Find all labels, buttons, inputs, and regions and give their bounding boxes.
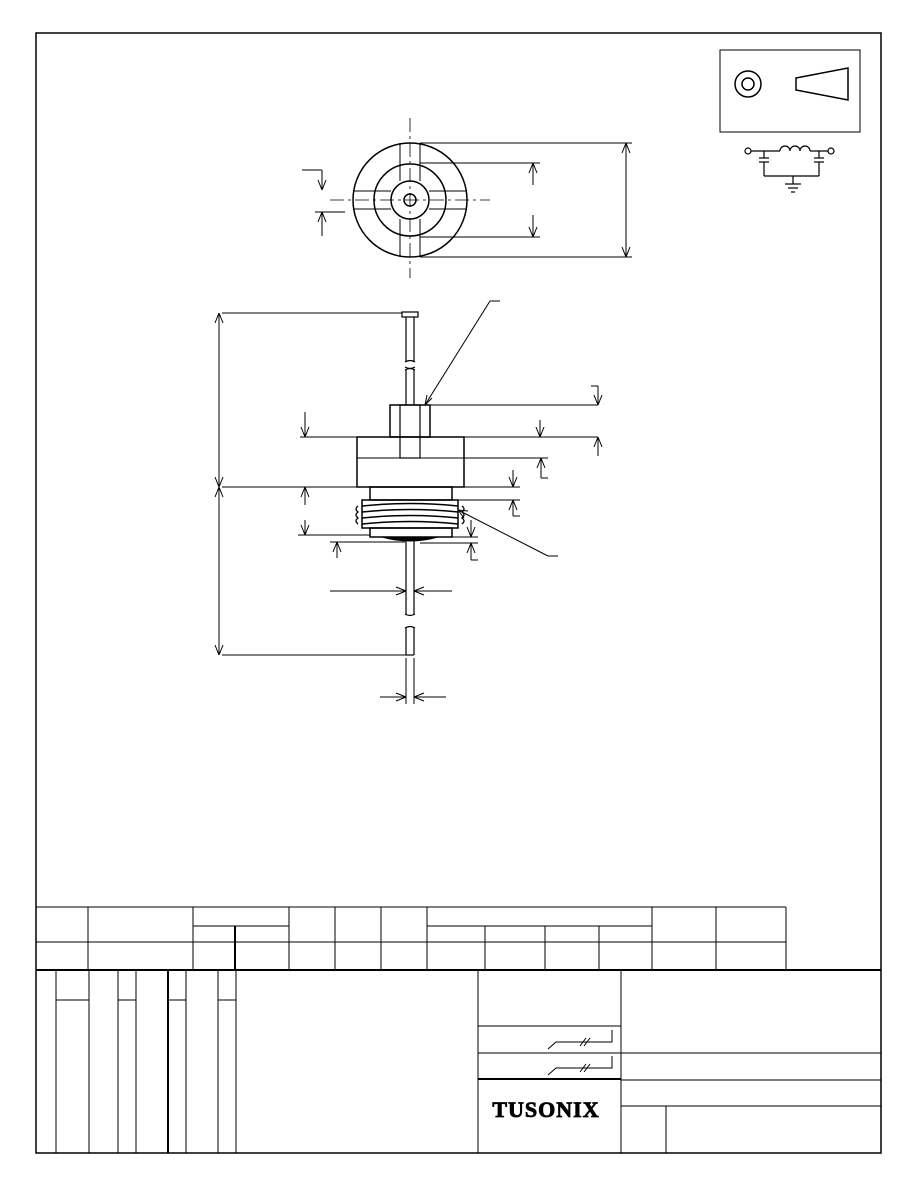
side-view-dimensions: [214, 300, 603, 704]
filter-end-view-icon: [734, 70, 762, 98]
symbol-box: [719, 49, 861, 133]
signature-slash-icon: [547, 1056, 613, 1076]
side-view: [355, 311, 465, 656]
parts-table: [36, 906, 787, 970]
end-view-dimensions: [302, 142, 632, 258]
sheet-border: [35, 32, 882, 1154]
pi-filter-schematic-icon: [744, 145, 835, 193]
signature-slash-icon: [547, 1030, 613, 1050]
filter-profile-icon: [795, 67, 849, 101]
company-logo: TUSONIX: [492, 1097, 599, 1122]
title-block: [36, 969, 881, 1153]
end-view: [330, 118, 490, 278]
